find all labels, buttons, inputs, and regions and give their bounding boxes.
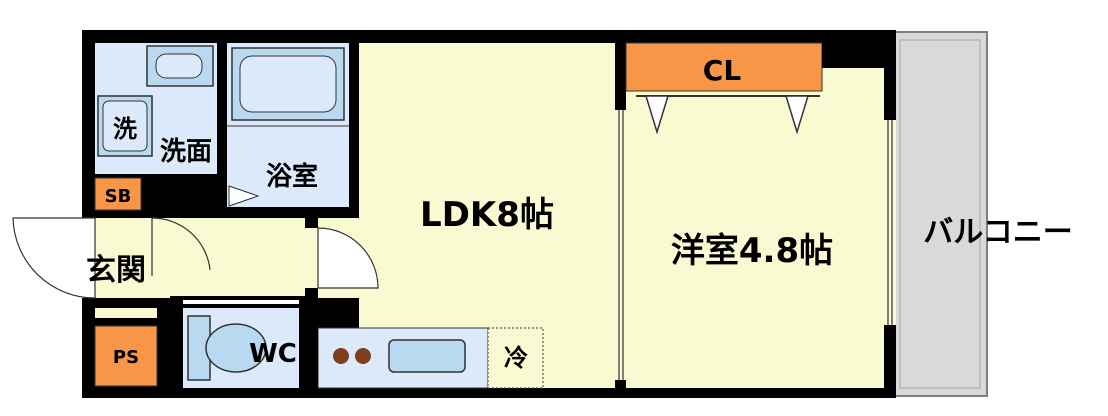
door-opening-ldk — [305, 228, 318, 288]
window-opening-balcony — [884, 120, 896, 325]
pipe-space-block — [94, 325, 158, 387]
stove-burner-right — [355, 348, 371, 364]
wall-washroom-bath — [217, 43, 227, 208]
stove-burner-left — [333, 348, 349, 364]
wc-door-line — [183, 300, 299, 304]
balcony-area — [892, 31, 988, 397]
wall-wc-right — [299, 296, 318, 388]
fridge-space — [487, 327, 544, 389]
fridge-label: 冷 — [504, 344, 528, 372]
western-room-label: 洋室4.8帖 — [671, 231, 833, 271]
kitchen-sink — [388, 339, 466, 373]
washroom-label: 洗面 — [160, 137, 212, 167]
door-opening-western — [615, 110, 626, 380]
wall-wc-left — [170, 296, 183, 388]
toilet-label: WC — [249, 339, 297, 369]
shoebox-block — [94, 177, 142, 211]
balcony-inner — [899, 39, 981, 389]
door-swing-hall — [151, 217, 211, 271]
closet-door-right — [784, 95, 810, 135]
washer-label: 洗 — [113, 115, 137, 143]
bath-door-swing — [228, 185, 260, 207]
wall-hall-bottom — [95, 298, 183, 308]
western-room-floor — [626, 43, 884, 388]
wall-sb-right — [141, 174, 151, 218]
pipe-space-label: PS — [113, 347, 139, 368]
entrance-label: 玄関 — [86, 253, 146, 288]
door-swing-entrance — [12, 217, 96, 299]
balcony-label: バルコニー — [923, 215, 1072, 250]
closet-label: CL — [703, 54, 742, 87]
washer-pan-inner — [102, 100, 148, 152]
wall-bath-bottom — [217, 207, 359, 218]
door-swing-ldk — [317, 227, 379, 289]
bath-label: 浴室 — [266, 161, 318, 192]
closet-wall-right — [822, 43, 884, 68]
vanity-bowl — [155, 53, 203, 79]
bathtub-inner — [239, 55, 337, 113]
shoebox-label: SB — [105, 186, 132, 207]
closet-block — [625, 42, 823, 92]
ldk-label: LDK8帖 — [420, 195, 554, 235]
toilet-bowl — [205, 323, 267, 373]
closet-door-left — [644, 95, 670, 135]
wall-bath-ldk — [349, 43, 359, 217]
